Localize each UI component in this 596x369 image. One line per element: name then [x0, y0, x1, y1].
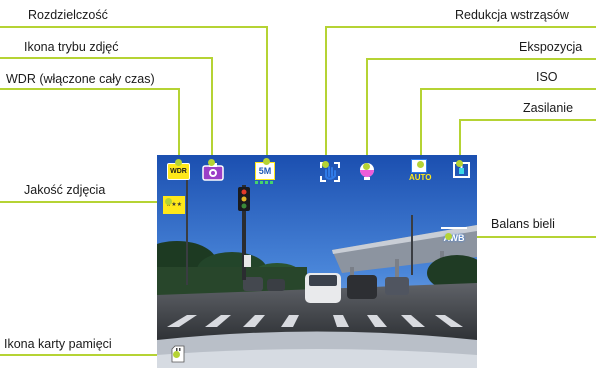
label-white-balance: Balans bieli: [491, 217, 555, 231]
dot-resolution: [263, 158, 270, 165]
hand-shake-icon: [319, 161, 341, 188]
label-exposure: Ekspozycja: [519, 40, 583, 54]
dot-wdr: [175, 159, 182, 166]
quality-icon-text: ★★★: [165, 202, 183, 208]
dot-iso: [417, 161, 424, 168]
label-photo-quality: Jakość zdjęcia: [24, 183, 106, 197]
dot-white-balance: [445, 233, 452, 240]
label-memory-card-icon: Ikona karty pamięci: [4, 337, 112, 351]
label-iso: ISO: [536, 70, 558, 84]
label-photo-mode-icon: Ikona trybu zdjęć: [24, 40, 119, 54]
dot-photo-mode: [208, 159, 215, 166]
label-wdr: WDR (włączone cały czas): [6, 72, 155, 86]
iso-auto-label: AUTO: [409, 173, 432, 182]
white-balance-icon-text: AWB: [443, 233, 465, 243]
resolution-indicator-dots: [255, 181, 275, 184]
wdr-icon-text: WDR: [170, 168, 187, 175]
dot-memory-card: [173, 351, 180, 358]
dot-stabilization: [322, 161, 329, 168]
road-scene-image: [157, 155, 477, 368]
dot-exposure: [363, 163, 370, 170]
label-resolution: Rozdzielczość: [28, 8, 108, 22]
resolution-icon: 5M: [255, 162, 275, 180]
resolution-icon-text: 5M: [258, 166, 272, 176]
white-balance-icon: AWB: [441, 227, 467, 247]
label-stabilization: Redukcja wstrząsów: [455, 8, 569, 22]
dot-photo-quality: [165, 198, 172, 205]
camera-preview-screen: WDR 5M AUTO: [157, 155, 477, 368]
label-power: Zasilanie: [523, 101, 574, 115]
dot-power: [456, 160, 463, 167]
